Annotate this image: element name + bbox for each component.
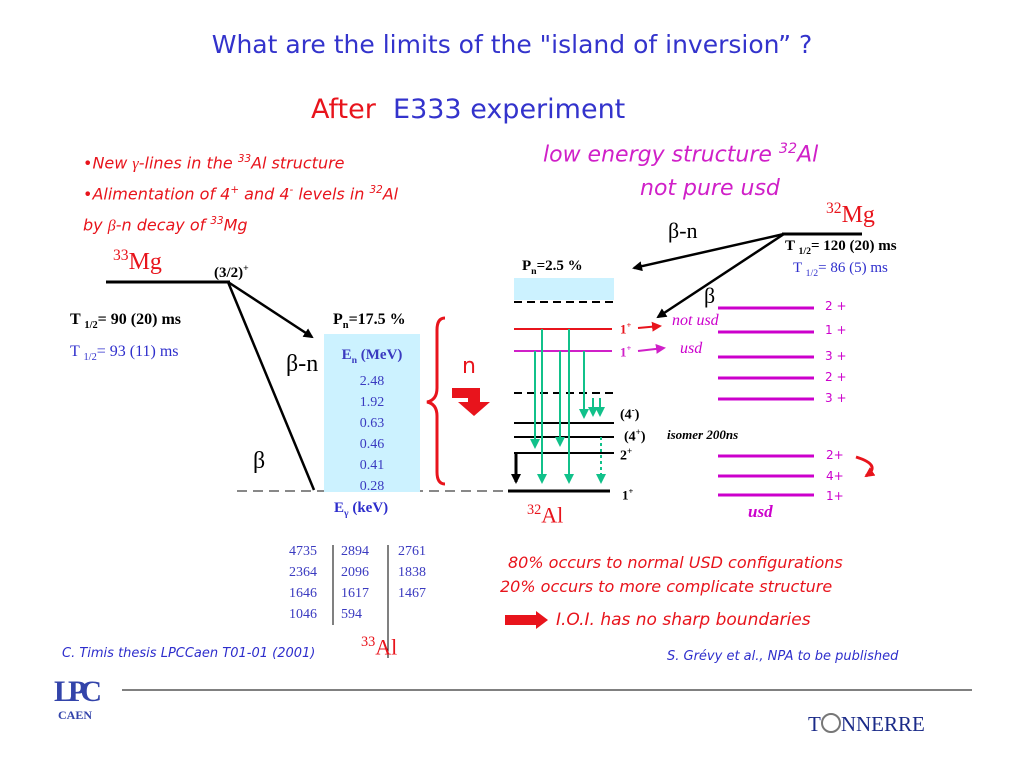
en-value: 0.63: [359, 416, 385, 431]
al32-label-1plus-red: 1+: [620, 320, 632, 337]
bullet-3: by β-n decay of 33Mg: [83, 214, 248, 234]
conclusion-arrow-icon: [505, 611, 548, 629]
bullet-1: •New γ-lines in the 33Al structure: [83, 153, 345, 173]
low-energy-title: low energy structure 32Al: [543, 141, 819, 168]
bullet-2: •Alimentation of 4+ and 4- levels in 32A…: [83, 184, 399, 204]
al32-label-1plus-mag: 1+: [620, 343, 632, 360]
en-box: [324, 334, 420, 492]
al32-label-4minus: (4-): [620, 405, 640, 423]
mg33-beta-n-label: β-n: [286, 351, 319, 377]
title-experiment: E333 experiment: [393, 94, 626, 125]
usd-level-label: 2 +: [825, 299, 847, 313]
egamma-label: Eγ (keV): [334, 500, 389, 519]
not-pure-usd-label: not pure usd: [640, 176, 780, 201]
usd-bottom-label: usd: [748, 502, 773, 521]
pn-right-label: Pn=2.5 %: [522, 258, 583, 277]
conclusion-3: I.O.I. has no sharp boundaries: [556, 610, 811, 630]
mg33-t-half-a: T 1/2= 90 (20) ms: [70, 311, 181, 332]
mg32-t-half-b: T 1/2= 86 (5) ms: [793, 260, 888, 279]
al32-label: 32Al: [527, 502, 564, 528]
mg32-t-half-a: T 1/2= 120 (20) ms: [785, 238, 897, 257]
mg33-beta-line: [226, 281, 316, 491]
mg32-beta-label: β: [704, 283, 716, 308]
usd-level-label: 4+: [826, 469, 844, 483]
usd-level-label: 3 +: [825, 349, 847, 363]
mg32-label: 32Mg: [826, 200, 875, 228]
conclusion-1: 80% occurs to normal USD configurations: [508, 553, 843, 572]
mg33-label: 33Mg: [113, 247, 162, 275]
en-value: 0.41: [359, 458, 385, 473]
mg32-beta-n-arrow: [632, 232, 785, 272]
title-line-2: After E333 experiment: [311, 94, 625, 125]
neutron-label: n: [462, 354, 476, 379]
usd-level-label: 1 +: [825, 323, 847, 337]
pn-right-box: [514, 278, 614, 300]
mg33-beta-label: β: [253, 448, 266, 474]
ref-left: C. Timis thesis LPCCaen T01-01 (2001): [62, 646, 316, 661]
en-header: En (MeV): [341, 347, 403, 366]
lpc-caen-logo: LPC CAEN: [52, 675, 102, 723]
mg32-beta-n-label: β-n: [668, 218, 698, 243]
mg33-t-half-b: T 1/2= 93 (11) ms: [70, 343, 179, 364]
usd-level-label: 1+: [826, 489, 844, 503]
mg32-beta-arrow: [656, 232, 785, 319]
conclusion-2: 20% occurs to more complicate structure: [500, 577, 833, 596]
en-value: 2.48: [359, 374, 385, 389]
lpc-logo-letters: LPC: [54, 675, 102, 708]
al33-label: 33Al: [361, 634, 398, 660]
usd-level-label: 2+: [826, 448, 844, 462]
pn-left-label: Pn=17.5 %: [333, 311, 406, 332]
en-value: 1.92: [359, 395, 385, 410]
usd-label: usd: [680, 340, 703, 357]
al32-label-4plus: (4+): [624, 427, 646, 445]
bullet-list: •New γ-lines in the 33Al structure •Alim…: [83, 146, 398, 239]
neutron-arrow-icon: [452, 388, 490, 416]
en-value: 0.46: [359, 437, 385, 452]
en-column: En (MeV) 2.48 1.92 0.63 0.46 0.41 0.28: [324, 345, 420, 497]
usd-level-label: 3 +: [825, 391, 847, 405]
usd-level-label: 2 +: [825, 370, 847, 384]
al32-label-2plus: 2+: [620, 446, 633, 464]
title-line-1: What are the limits of the "island of in…: [211, 30, 813, 59]
red-curved-arrow-icon: [855, 455, 876, 478]
isomer-label: isomer 200ns: [667, 427, 739, 442]
lpc-logo-caen: CAEN: [57, 708, 92, 722]
red-brace: [426, 316, 446, 486]
title-after: After: [311, 94, 376, 125]
en-value: 0.28: [359, 479, 385, 494]
mg33-spin: (3/2)+: [214, 263, 249, 281]
tonnerre-o-icon: [820, 713, 841, 733]
mg33-beta-n-arrow: [227, 280, 314, 339]
al32-label-1plus-ground: 1+: [622, 486, 634, 503]
not-usd-label: not usd: [672, 312, 719, 329]
ref-right: S. Grévy et al., NPA to be published: [667, 649, 899, 664]
